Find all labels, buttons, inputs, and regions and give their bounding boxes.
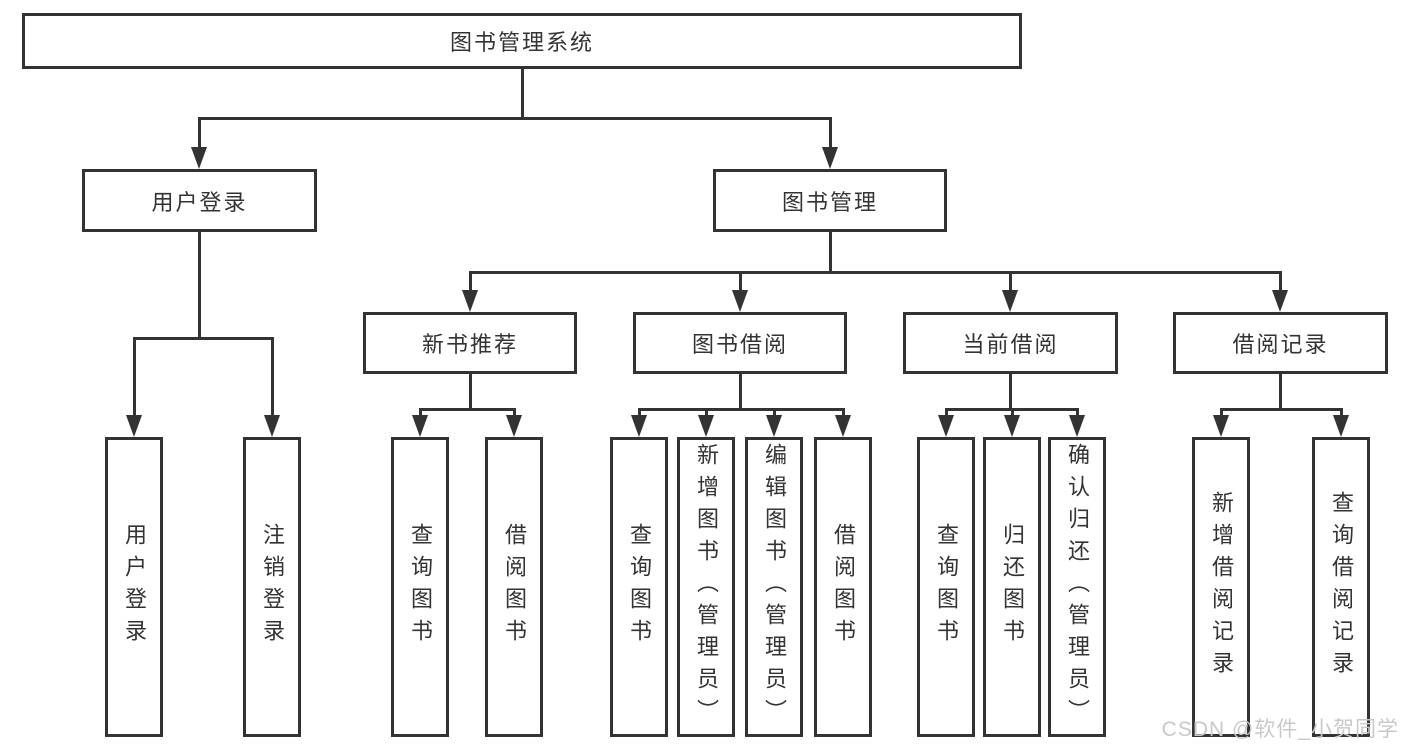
connector-stem-recommend-borrow — [513, 408, 516, 418]
arrow-to-current-borrowing-icon — [1002, 290, 1018, 312]
connector-stem-current-query — [945, 408, 948, 418]
connector-login-group-hline — [133, 337, 274, 340]
node-leaf-current-query-books: 查询图书 — [917, 437, 975, 737]
connector-stem-borrowing-add — [705, 408, 708, 418]
arrow-to-borrowing-edit-icon — [766, 415, 782, 437]
connector-stem-records-query — [1340, 408, 1343, 418]
node-leaf-borrowing-borrow-books: 借阅图书 — [814, 437, 872, 737]
connector-stem-current-return — [1011, 408, 1014, 418]
watermark: CSDN @软件_小贺同学 — [1161, 718, 1399, 741]
connector-user-login-down — [198, 232, 201, 340]
arrow-to-borrowing-add-icon — [698, 415, 714, 437]
connector-root-stem — [521, 69, 524, 120]
connector-stem-leaf-logout — [271, 337, 274, 417]
connector-stem-borrowing-query — [638, 408, 641, 418]
connector-current-down — [1009, 374, 1012, 411]
connector-stem-leaf-user-login — [133, 337, 136, 417]
node-user-login: 用户登录 — [82, 169, 317, 232]
connector-stem-current-confirm — [1076, 408, 1079, 418]
node-book-borrowing: 图书借阅 — [633, 312, 847, 374]
connector-records-group-hline — [1220, 408, 1342, 411]
arrow-to-borrowing-query-icon — [631, 415, 647, 437]
connector-stem-borrowing-edit — [773, 408, 776, 418]
connector-stem-book-borrowing — [739, 271, 742, 295]
node-leaf-records-add-record: 新增借阅记录 — [1192, 437, 1250, 737]
node-book-management: 图书管理 — [713, 169, 947, 232]
node-leaf-borrowing-add-books: 新增图书（管理员） — [677, 437, 735, 737]
arrow-to-records-query-icon — [1333, 415, 1349, 437]
connector-book-management-down — [829, 232, 832, 274]
connector-recommend-down — [469, 374, 472, 411]
node-leaf-borrowing-edit-books: 编辑图书（管理员） — [745, 437, 803, 737]
connector-level3-hline — [469, 271, 1282, 274]
node-new-book-recommend: 新书推荐 — [363, 312, 577, 374]
connector-recommend-group-hline — [419, 408, 516, 411]
node-leaf-recommend-query-books: 查询图书 — [391, 437, 449, 737]
node-root: 图书管理系统 — [22, 13, 1022, 69]
connector-stem-current-borrowing — [1009, 271, 1012, 295]
connector-stem-records-add — [1220, 408, 1223, 418]
node-leaf-current-confirm-return: 确认归还（管理员） — [1048, 437, 1106, 737]
connector-borrowing-down — [739, 374, 742, 411]
arrow-to-leaf-logout-icon — [264, 415, 280, 437]
node-leaf-current-return-books: 归还图书 — [983, 437, 1041, 737]
connector-stem-borrowing-borrow — [842, 408, 845, 418]
arrow-to-book-management-icon — [822, 147, 838, 169]
arrow-to-recommend-borrow-icon — [506, 415, 522, 437]
connector-stem-new-book-recommend — [469, 271, 472, 295]
node-leaf-logout: 注销登录 — [243, 437, 301, 737]
arrow-to-leaf-user-login-icon — [126, 415, 142, 437]
arrow-to-new-book-recommend-icon — [462, 290, 478, 312]
node-leaf-records-query-record: 查询借阅记录 — [1312, 437, 1370, 737]
arrow-to-borrowing-records-icon — [1272, 290, 1288, 312]
connector-stem-recommend-query — [419, 408, 422, 418]
connector-stem-book-management — [829, 117, 832, 150]
node-current-borrowing: 当前借阅 — [903, 312, 1118, 374]
node-leaf-borrowing-query-books: 查询图书 — [610, 437, 668, 737]
connector-borrowing-group-hline — [638, 408, 845, 411]
connector-stem-borrowing-records — [1279, 271, 1282, 295]
node-leaf-recommend-borrow-books: 借阅图书 — [485, 437, 543, 737]
connector-stem-user-login — [198, 117, 201, 150]
arrow-to-current-confirm-icon — [1069, 415, 1085, 437]
node-borrowing-records: 借阅记录 — [1173, 312, 1388, 374]
connector-level1-hline — [198, 117, 832, 120]
arrow-to-records-add-icon — [1213, 415, 1229, 437]
node-leaf-user-login: 用户登录 — [105, 437, 163, 737]
connector-records-down — [1279, 374, 1282, 411]
arrow-to-borrowing-borrow-icon — [835, 415, 851, 437]
arrow-to-book-borrowing-icon — [732, 290, 748, 312]
arrow-to-recommend-query-icon — [412, 415, 428, 437]
arrow-to-current-query-icon — [938, 415, 954, 437]
arrow-to-current-return-icon — [1004, 415, 1020, 437]
arrow-to-user-login-icon — [191, 147, 207, 169]
